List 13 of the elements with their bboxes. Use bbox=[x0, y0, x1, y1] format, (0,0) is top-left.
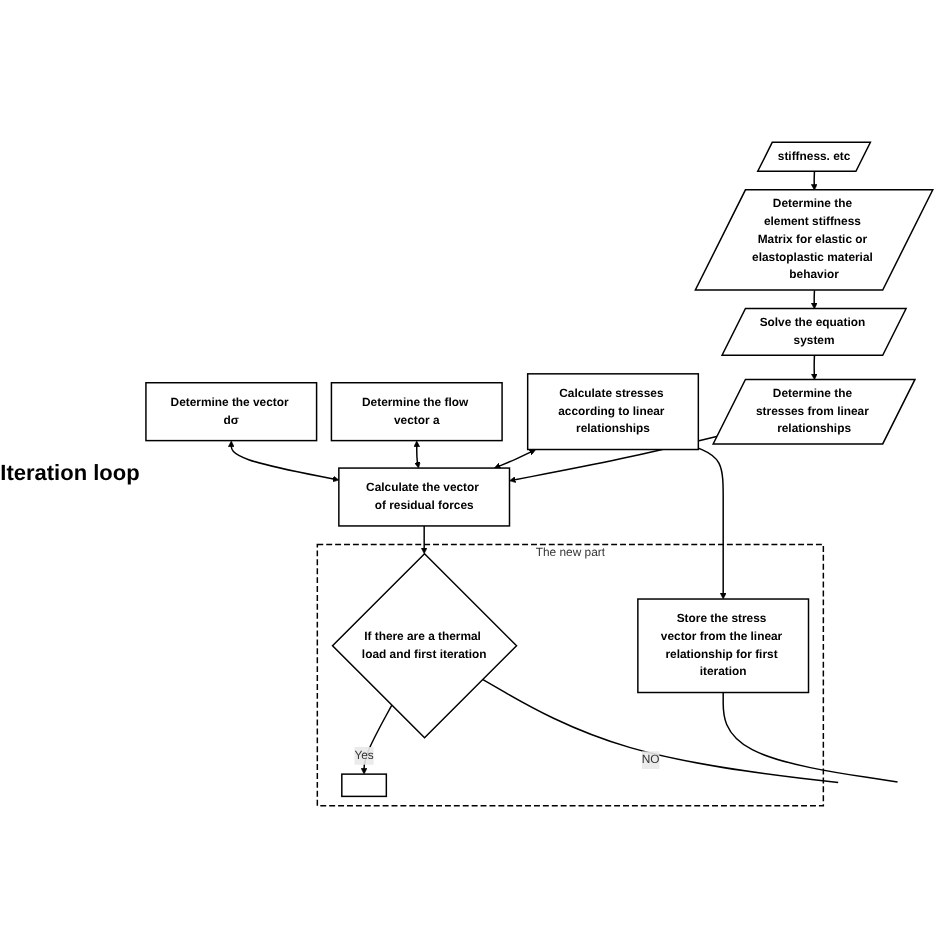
arrow bbox=[811, 354, 818, 381]
arrow bbox=[420, 525, 428, 555]
arrow bbox=[228, 440, 340, 483]
arrow bbox=[810, 289, 818, 310]
loop-label: Iteration loop bbox=[0, 462, 140, 486]
arrow bbox=[697, 447, 727, 600]
arrow bbox=[360, 704, 393, 775]
arrow bbox=[413, 440, 421, 469]
arrow bbox=[810, 170, 818, 191]
connector bbox=[481, 678, 839, 784]
connector bbox=[722, 691, 899, 783]
node-box bbox=[341, 773, 388, 798]
arrow bbox=[494, 449, 536, 469]
